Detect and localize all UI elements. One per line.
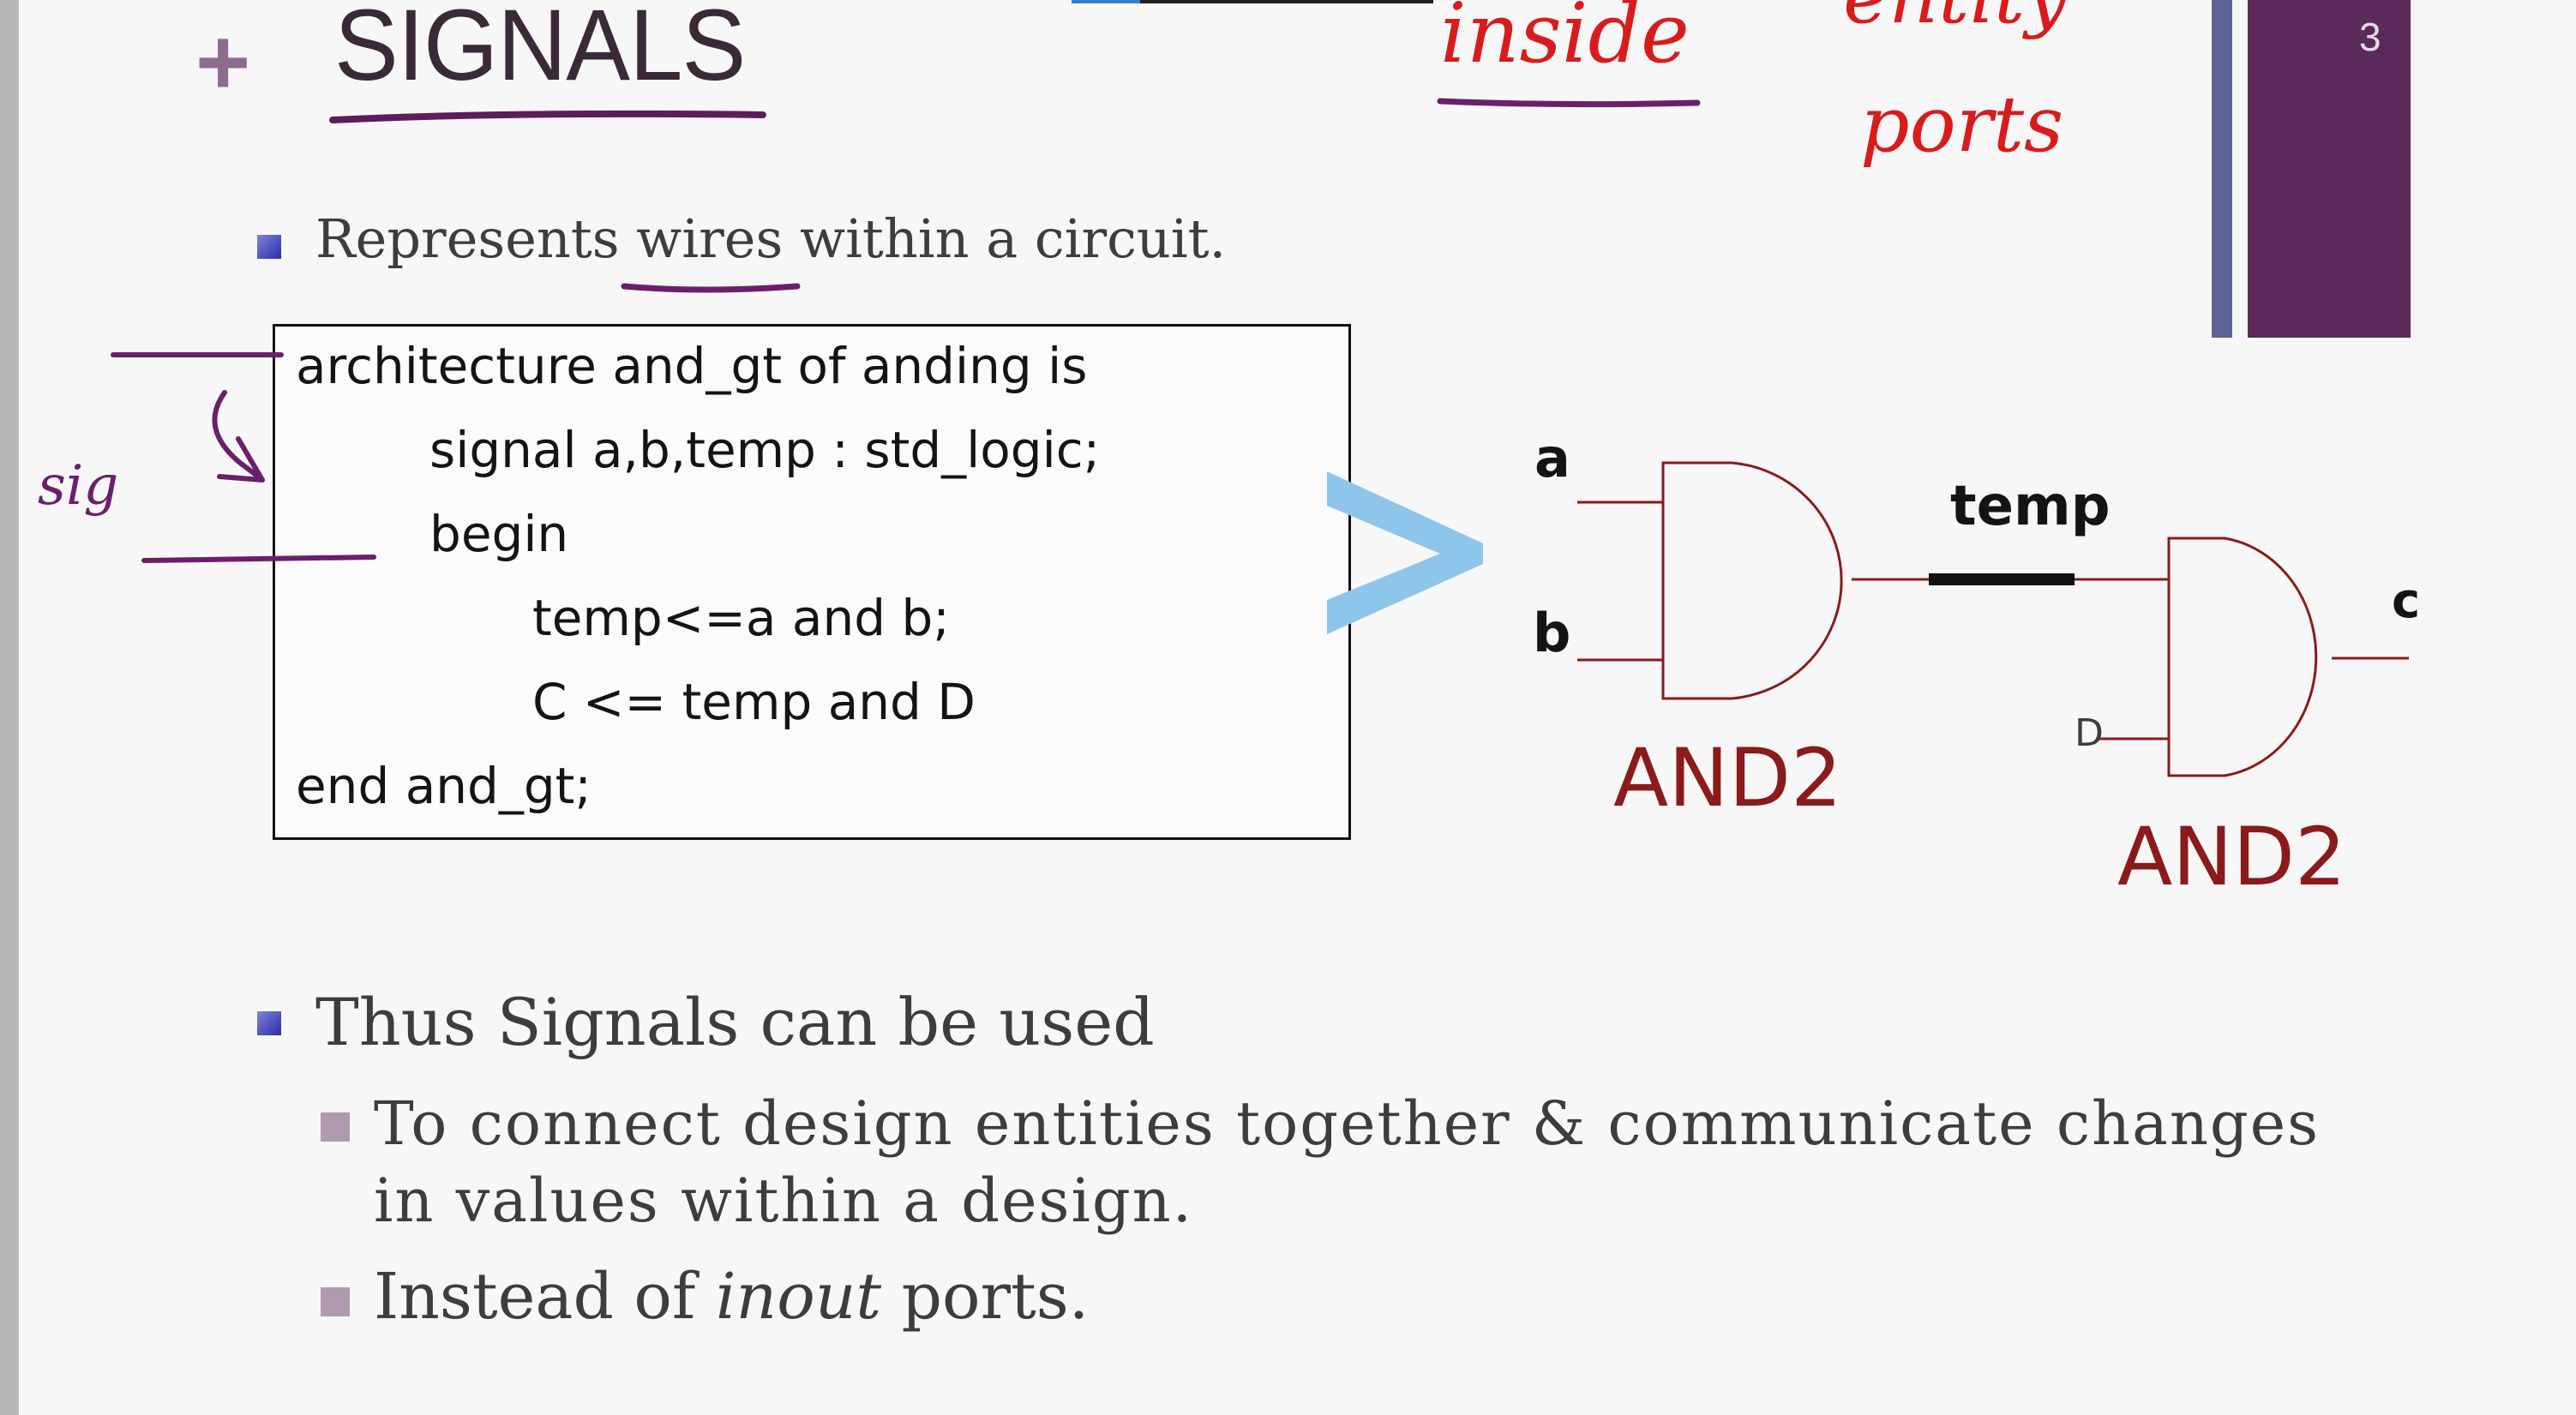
code-line: end and_gt; (296, 757, 591, 815)
chevron-right-icon (1327, 471, 1483, 634)
bullet-text-wires: Represents wires within a circuit. (315, 207, 1227, 270)
left-edge-strip (0, 0, 19, 1415)
sub-bullet-text-connect: To connect design entities together & co… (374, 1088, 2321, 1236)
slide-title: SIGNALS (334, 0, 746, 102)
sub-bullet-text-part: Instead of (374, 1260, 716, 1334)
ink-inside: inside (1440, 0, 1690, 81)
ink-ports: ports (1860, 80, 2063, 170)
bullet-text-signals-used: Thus Signals can be used (315, 984, 1155, 1060)
top-progress-fill (1072, 0, 1140, 3)
sub-bullet-icon (321, 1112, 350, 1142)
label-d: D (2075, 711, 2104, 755)
bullet-square-icon (257, 235, 281, 259)
gate-label-2: AND2 (2117, 811, 2346, 904)
sub-bullet-text-part: ports. (881, 1260, 1090, 1334)
sub-bullet-text-italic: inout (715, 1260, 882, 1334)
accent-bar-blue (2212, 0, 2232, 338)
code-line: C <= temp and D (532, 673, 976, 731)
sub-bullet-text-inout: Instead of inout ports. (374, 1260, 1089, 1334)
ink-margin-note: sig (38, 454, 118, 518)
title-underline (329, 110, 766, 123)
ink-entity: entity (1843, 0, 2069, 41)
arrow-head (217, 436, 265, 483)
plus-icon: + (195, 9, 251, 115)
slide-number: 3 (2359, 15, 2381, 59)
label-a: a (1534, 446, 1570, 489)
code-line: signal a,b,temp : std_logic; (429, 421, 1101, 479)
and-gate-2 (2167, 537, 2318, 777)
label-temp: temp (1950, 475, 2111, 538)
code-line: architecture and_gt of anding is (296, 337, 1088, 395)
arrow-curve (212, 390, 265, 483)
accent-bar-purple (2248, 0, 2411, 338)
label-b: b (1533, 602, 1570, 664)
inside-underline (1437, 98, 1701, 108)
bullet-square-icon (257, 1011, 281, 1035)
code-line: begin (429, 505, 569, 563)
wires-underline (621, 283, 801, 293)
code-box: architecture and_gt of anding is signal … (273, 324, 1351, 840)
code-line: temp<=a and b; (532, 589, 950, 647)
label-c: c (2392, 573, 2420, 629)
sub-bullet-icon (321, 1287, 350, 1316)
top-progress-bar (1072, 0, 1433, 3)
gate-label-1: AND2 (1613, 732, 1842, 825)
and-gate-1 (1661, 461, 1843, 700)
circuit-diagram: a b temp c D AND2 AND2 (1533, 446, 2420, 904)
